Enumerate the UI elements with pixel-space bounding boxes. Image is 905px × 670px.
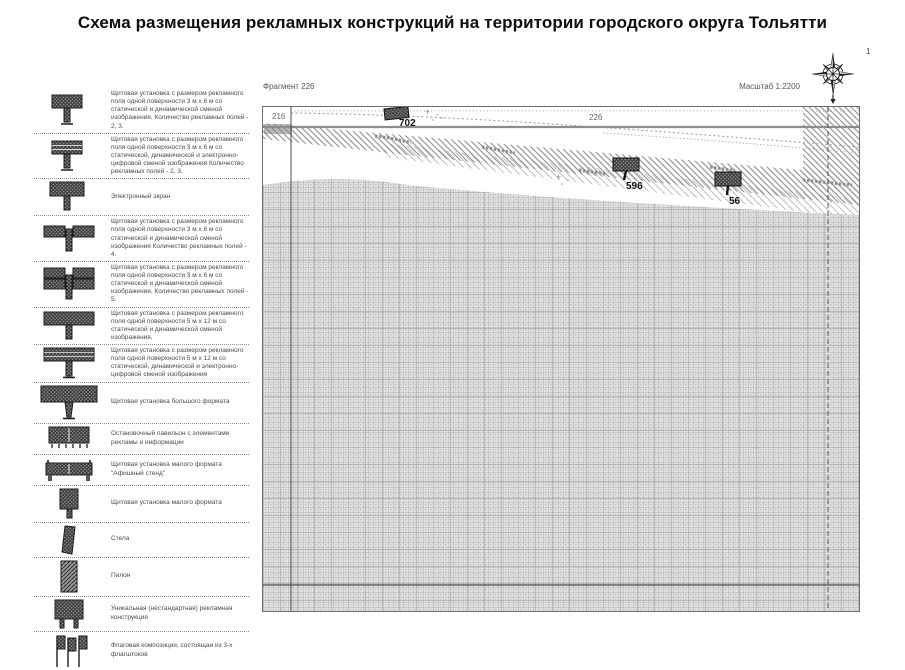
legend-item-label: Щитовая установка большого формата xyxy=(111,398,230,406)
stela-icon xyxy=(34,524,104,555)
poster-stand-icon xyxy=(34,457,104,483)
compass-rose-icon xyxy=(806,50,862,111)
billboard-4-fields-icon xyxy=(34,223,104,255)
cross-mark: + xyxy=(425,107,430,117)
page-title: Схема размещения рекламных конструкций н… xyxy=(77,13,828,32)
cross-mark: + xyxy=(556,172,561,182)
dotted-road-line xyxy=(290,112,860,148)
marker-label: 56 xyxy=(729,196,741,207)
legend: Щитовая установка с размером рекламного … xyxy=(34,88,249,670)
legend-item-label: Щитовая установка с размером рекламного … xyxy=(111,218,247,258)
legend-item: Стела xyxy=(34,523,249,558)
legend-item: Флаговая композиция, состоящая из 3-х фл… xyxy=(34,632,249,670)
legend-item: Щитовая установка большого формата xyxy=(34,383,249,424)
grid-label-left: 216 xyxy=(272,112,286,121)
legend-item-label: Щитовая установка с размером рекламного … xyxy=(111,90,249,130)
billboard-5x12-digital-icon xyxy=(34,347,104,379)
map-canvas: + + 216 226 702 596 56 xyxy=(263,105,860,611)
billboard-large-format-icon xyxy=(34,385,104,421)
legend-item: Пилон xyxy=(34,558,249,597)
built-up-area-grid xyxy=(263,179,859,611)
page-number: 1 xyxy=(866,47,871,56)
legend-item-label: Электронный экран xyxy=(111,193,171,201)
survey-cross-marks: + + xyxy=(425,107,569,185)
scale-label: Масштаб 1:2200 xyxy=(739,82,800,91)
legend-item: Щитовая установка с размером рекламного … xyxy=(34,308,249,345)
legend-item-label: Пилон xyxy=(111,572,131,580)
legend-item-label: Щитовая установка малого формата xyxy=(111,499,222,507)
road-band xyxy=(263,123,859,205)
bus-pavilion-icon xyxy=(34,426,104,452)
unique-construction-icon xyxy=(34,599,104,629)
legend-item-label: Щитовая установка с размером рекламного … xyxy=(111,347,244,379)
map-fragment: + + 216 226 702 596 56 xyxy=(262,105,860,612)
billboard-marker-56: 56 xyxy=(714,171,742,207)
billboard-3x6-digital-icon xyxy=(34,140,104,172)
legend-item: Щитовая установка с размером рекламного … xyxy=(34,216,249,262)
marker-label: 596 xyxy=(626,181,643,192)
billboard-5x12-icon xyxy=(34,311,104,341)
road-band-dark-segment xyxy=(264,124,292,134)
electronic-screen-icon xyxy=(34,181,104,213)
legend-item-label: Щитовая установка малого формата "Афишны… xyxy=(111,461,222,477)
billboard-3x6-icon xyxy=(34,94,104,126)
legend-item-label: Флаговая композиция, состоящая из 3-х фл… xyxy=(111,642,233,658)
legend-item-label: Щитовая установка с размером рекламного … xyxy=(111,263,249,304)
legend-item: Щитовая установка с размером рекламного … xyxy=(34,134,249,180)
legend-item: Щитовая установка с размером рекламного … xyxy=(34,262,249,308)
billboard-marker-702: 702 xyxy=(383,105,416,129)
legend-item: Уникальная (нестандартная) рекламная кон… xyxy=(34,597,249,632)
legend-item-label: Остановочный павильон с элементами рекла… xyxy=(111,430,230,446)
legend-item-label: Щитовая установка с размером рекламного … xyxy=(111,135,244,176)
legend-item: Щитовая установка малого формата "Афишны… xyxy=(34,455,249,486)
street-name-smudges xyxy=(374,134,853,187)
legend-item-label: Стела xyxy=(111,535,130,543)
dotted-road-line-2 xyxy=(602,132,860,154)
billboard-marker-596: 596 xyxy=(612,157,643,192)
billboard-5-fields-icon xyxy=(34,267,104,301)
pylon-icon xyxy=(34,560,104,594)
legend-item: Щитовая установка с размером рекламного … xyxy=(34,88,249,134)
small-format-icon xyxy=(34,488,104,520)
grid-label-center: 226 xyxy=(589,113,603,122)
fragment-label: Фрагмент 226 xyxy=(263,82,315,91)
legend-item-label: Щитовая установка с размером рекламного … xyxy=(111,309,244,341)
legend-item: Щитовая установка с размером рекламного … xyxy=(34,345,249,383)
marker-label: 702 xyxy=(399,118,416,129)
legend-item: Остановочный павильон с элементами рекла… xyxy=(34,424,249,455)
legend-item-label: Уникальная (нестандартная) рекламная кон… xyxy=(111,605,233,621)
legend-item: Электронный экран xyxy=(34,179,249,217)
flag-composition-icon xyxy=(34,634,104,668)
legend-item: Щитовая установка малого формата xyxy=(34,486,249,523)
